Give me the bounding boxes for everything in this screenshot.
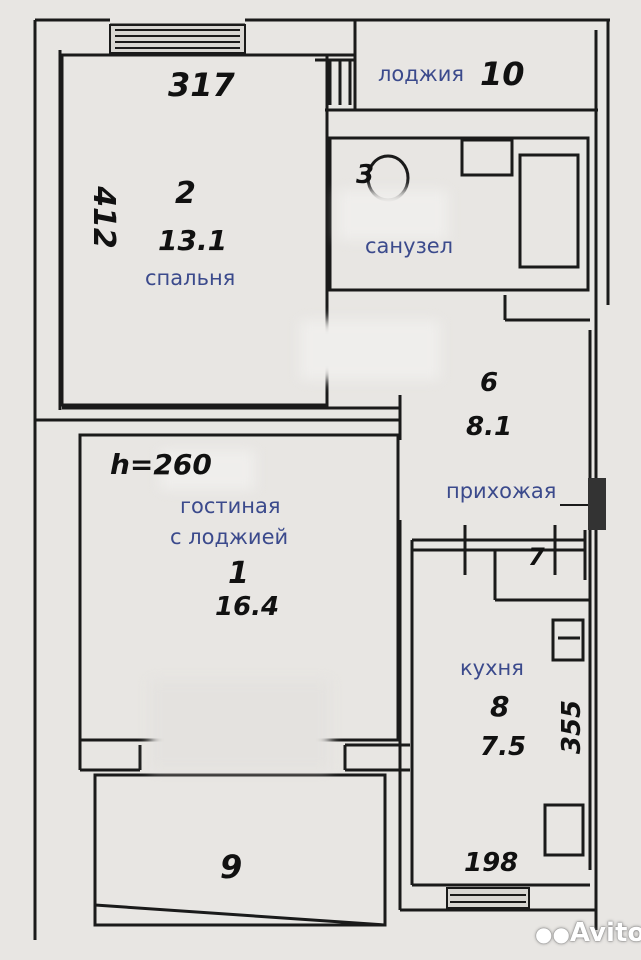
- bedroom-number: 2: [175, 176, 196, 211]
- avito-watermark: ●●Avito: [535, 918, 641, 948]
- bedroom-depth-dim: 412: [85, 186, 121, 249]
- bedroom-area: 13.1: [158, 224, 228, 257]
- kitchen-number: 8: [490, 690, 510, 723]
- label-kitchen: кухня: [460, 656, 524, 680]
- bathroom-walls: [328, 136, 590, 322]
- kitchen-width-dim: 198: [464, 848, 519, 878]
- loggia-bottom-walls: [93, 773, 387, 927]
- redaction-patch-3: [160, 450, 255, 490]
- label-bathroom: санузел: [365, 234, 454, 258]
- bathroom-number: 3: [356, 160, 375, 190]
- kitchen-walls: [398, 520, 596, 912]
- label-living-line2: с лоджией: [170, 525, 289, 549]
- living-height-note: h=260: [110, 448, 212, 481]
- living-area: 16.4: [215, 592, 280, 622]
- hall-area: 8.1: [466, 412, 513, 442]
- closet-number: 7: [528, 543, 545, 571]
- kitchen-area: 7.5: [480, 732, 527, 762]
- label-hall: прихожая: [446, 479, 557, 503]
- hall-number: 6: [480, 368, 499, 398]
- label-bedroom: спальня: [145, 266, 236, 290]
- living-number: 1: [228, 556, 249, 591]
- label-living-line1: гостиная: [180, 494, 281, 518]
- loggia-bottom-number: 9: [220, 848, 243, 886]
- window-top: [109, 24, 246, 54]
- bedroom-width-dim: 317: [168, 66, 235, 104]
- loggia-top-number: 10: [480, 55, 525, 93]
- redaction-patch-4: [150, 680, 330, 770]
- kitchen-depth-dim: 355: [557, 699, 588, 755]
- entry-door: [588, 478, 606, 530]
- watermark-text: Avito: [569, 918, 641, 948]
- label-loggia: лоджия: [378, 62, 464, 86]
- redaction-patch-2: [300, 320, 440, 380]
- window-bottom: [446, 887, 530, 909]
- avito-logo-dots-icon: ●●: [535, 922, 570, 946]
- redaction-patch-1: [338, 190, 448, 240]
